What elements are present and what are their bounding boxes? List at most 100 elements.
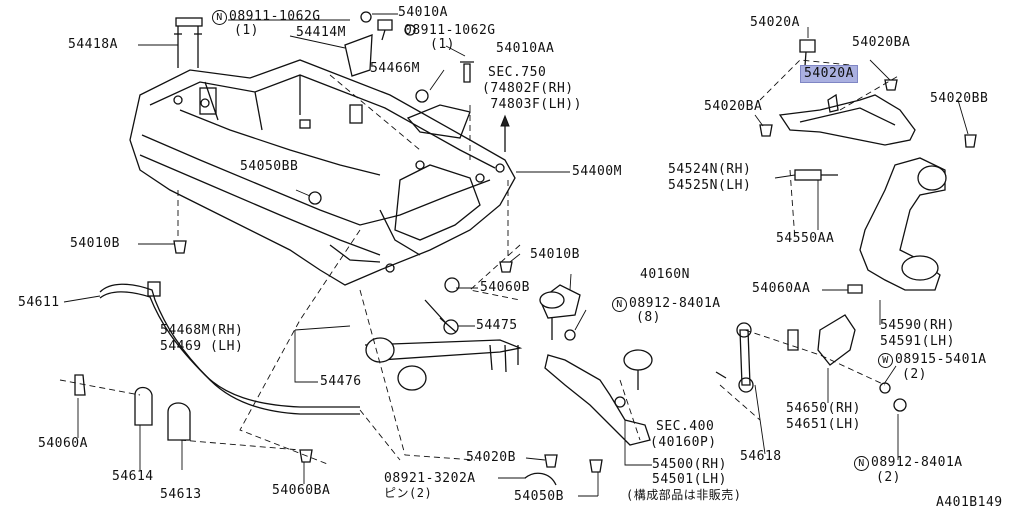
n-marker: N [854, 456, 869, 471]
label-54590: 54590(RH) [880, 318, 955, 333]
label-54060AA: 54060AA [752, 281, 811, 296]
bushing-54476[interactable] [397, 365, 427, 391]
washer-54060B[interactable] [444, 277, 460, 293]
label-08915-5401A-qty: (2) [902, 367, 927, 382]
nut-54050B[interactable] [589, 459, 603, 473]
stabilizer-link-54618[interactable] [739, 329, 751, 386]
label-54020A: 54020A [750, 15, 800, 30]
label-54475: 54475 [476, 318, 518, 333]
label-54050B: 54050B [514, 489, 564, 504]
n-marker: N [612, 297, 627, 312]
label-54591: 54591(LH) [880, 334, 955, 349]
drawing-code: A401B149 [936, 495, 1003, 510]
label-sec400: SEC.400 [656, 419, 715, 434]
nut-54475[interactable] [443, 319, 459, 335]
label-54614: 54614 [112, 469, 154, 484]
part-number: 08911-1062G [229, 9, 321, 24]
label-54414M: 54414M [296, 25, 346, 40]
label-54020BA-top: 54020BA [852, 35, 911, 50]
bolt-54060AA-knuckle [847, 284, 863, 294]
nut-54020BA-top[interactable] [884, 79, 898, 91]
part-number: 08912-8401A [629, 296, 721, 311]
label-08911-1062G-a-qty: (1) [234, 23, 259, 38]
label-54468M: 54468M(RH) [160, 323, 244, 338]
nut-08912-8401A[interactable] [893, 398, 907, 412]
bolt-54060AA[interactable] [787, 329, 799, 351]
nut-54020BA-left[interactable] [759, 124, 773, 137]
lower-arm-54500[interactable] [544, 354, 651, 446]
label-54476: 54476 [320, 374, 362, 389]
pin-08921-3202A[interactable] [524, 472, 557, 486]
stabilizer-bar-54611[interactable] [99, 283, 360, 415]
label-08921-3202A: 08921-3202A [384, 471, 476, 486]
label-54020BB: 54020BB [930, 91, 989, 106]
label-40160N: 40160N [640, 267, 690, 282]
label-74802F: (74802F(RH) [482, 81, 574, 96]
label-sec750: SEC.750 [488, 65, 547, 80]
label-54525N: 54525N(LH) [668, 178, 752, 193]
label-54010B-mid: 54010B [530, 247, 580, 262]
nut-54020B[interactable] [544, 454, 558, 468]
n-marker: N [212, 10, 227, 25]
label-54010B-left: 54010B [70, 236, 120, 251]
label-74803F: 74803F(LH)) [482, 97, 582, 112]
label-54020BA-left: 54020BA [704, 99, 763, 114]
label-08911-1062G-b: 08911-1062G [404, 23, 496, 38]
label-54060A: 54060A [38, 436, 88, 451]
upper-link-54524N[interactable] [778, 94, 916, 146]
label-54418A: 54418A [68, 37, 118, 52]
label-54500: 54500(RH) [652, 457, 727, 472]
label-54469: 54469 (LH) [160, 339, 244, 354]
nut-54010B-mid[interactable] [499, 261, 513, 273]
label-54020B: 54020B [466, 450, 516, 465]
label-54010A: 54010A [398, 5, 448, 20]
bolt-54475-shaft [424, 299, 457, 333]
label-54501: 54501(LH) [652, 472, 727, 487]
label-54010AA: 54010AA [496, 41, 555, 56]
nut-54060BA[interactable] [299, 449, 313, 463]
bracket-40160N[interactable] [539, 284, 581, 319]
compression-rod-54468M[interactable] [364, 339, 523, 361]
label-54050BB: 54050BB [240, 159, 299, 174]
nut-08911-1062G[interactable] [360, 11, 372, 23]
label-08912-8401A-b-qty: (2) [876, 470, 901, 485]
bushing-54613[interactable] [167, 402, 191, 441]
bolt-54010A[interactable] [377, 19, 393, 41]
label-54618: 54618 [740, 449, 782, 464]
bolt-54020A-lower[interactable] [827, 93, 839, 113]
label-54020A-highlighted[interactable]: 54020A [800, 65, 858, 83]
nut-54020BB[interactable] [964, 134, 977, 148]
label-pin: ピン(2) [384, 486, 433, 500]
bracket-54650[interactable] [817, 314, 856, 366]
label-54524N: 54524N(RH) [668, 162, 752, 177]
bushing-54614[interactable] [134, 386, 153, 426]
bracket-54466M[interactable] [406, 104, 471, 139]
bolt-54418A[interactable] [174, 17, 203, 68]
bolt-54010AA[interactable] [460, 61, 474, 83]
knuckle-54590[interactable] [859, 157, 946, 291]
bracket-54414M[interactable] [344, 34, 373, 77]
label-54060BA: 54060BA [272, 483, 331, 498]
w-marker: W [878, 353, 893, 368]
label-54400M: 54400M [572, 164, 622, 179]
label-54060B: 54060B [480, 280, 530, 295]
crossmember-54400M[interactable] [129, 59, 516, 286]
label-not-sold: (構成部品は非販売) [626, 488, 742, 502]
label-54611: 54611 [18, 295, 60, 310]
part-54050BB[interactable] [308, 191, 322, 205]
label-40160P: (40160P) [650, 435, 717, 450]
nut-54010B-left[interactable] [173, 240, 187, 254]
ball-joint-40160P[interactable] [623, 349, 653, 371]
label-54651: 54651(LH) [786, 417, 861, 432]
label-54613: 54613 [160, 487, 202, 502]
bolt-54550AA[interactable] [794, 169, 822, 181]
label-08911-1062G-b-qty: (1) [430, 37, 455, 52]
bolt-54060A[interactable] [74, 374, 86, 396]
washer-08915-5401A[interactable] [879, 382, 891, 394]
